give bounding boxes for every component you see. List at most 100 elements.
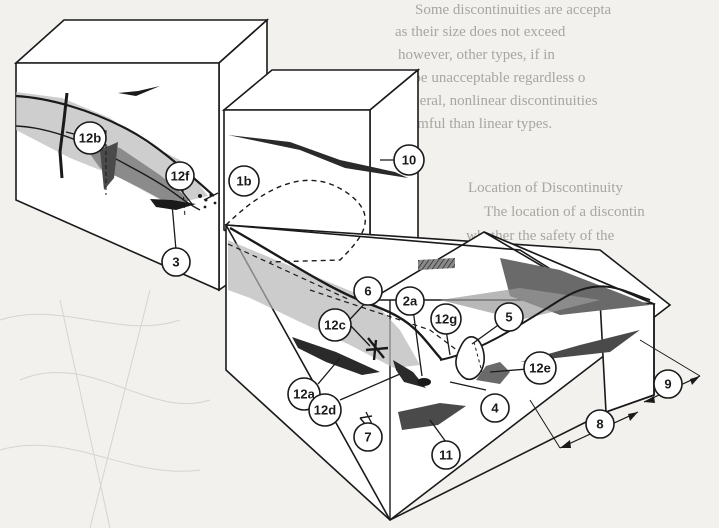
callout-label: 12c xyxy=(324,318,346,333)
callout-5: 5 xyxy=(494,302,524,332)
callout-circle xyxy=(308,393,342,427)
callout-7: 7 xyxy=(353,422,383,452)
center-plate-block xyxy=(221,68,672,522)
underbead-crack-11 xyxy=(398,403,466,430)
bg-line: Location of Discontinuity xyxy=(468,180,623,196)
callout-12f: 12f xyxy=(165,161,195,191)
bg-line: Some discontinuities are accepta xyxy=(415,2,612,18)
callout-label: 12a xyxy=(293,387,315,402)
callout-8: 8 xyxy=(585,409,615,439)
callout-label: 2a xyxy=(403,294,418,309)
transverse-crack xyxy=(58,92,69,179)
leader-12c xyxy=(349,324,371,347)
callout-label: 1b xyxy=(236,174,251,189)
center-top-crack xyxy=(228,135,408,178)
callout-label: 3 xyxy=(172,255,179,270)
callout-circle xyxy=(228,165,260,197)
callout-circle xyxy=(161,247,191,277)
undercut-right xyxy=(520,330,640,362)
callout-3: 3 xyxy=(161,247,191,277)
callout-2a: 2a xyxy=(395,286,425,316)
callout-circle xyxy=(73,121,107,155)
arrowhead xyxy=(560,440,571,448)
callout-circle xyxy=(353,422,383,452)
center-weld-shading xyxy=(228,240,420,368)
bg-texture xyxy=(0,289,211,528)
left-top-crack xyxy=(118,86,160,96)
callout-label: 4 xyxy=(491,401,499,416)
arrowhead xyxy=(644,396,655,403)
spatter-dot xyxy=(198,194,202,198)
callout-12g: 12g xyxy=(430,303,462,335)
weld-dashed-lines xyxy=(227,243,471,361)
callout-12e: 12e xyxy=(523,351,557,385)
spatter-dot xyxy=(203,205,207,209)
weld-cross-section xyxy=(455,336,485,381)
right-weld-shade xyxy=(440,288,600,320)
bg-line: general, nonlinear discontinuities xyxy=(398,93,598,109)
callout-label: 9 xyxy=(664,377,671,392)
bg-line: harmful than linear types. xyxy=(398,116,552,132)
callout-label: 5 xyxy=(505,310,512,325)
background-page-text: Some discontinuities are accepta as thei… xyxy=(0,2,645,528)
porosity-hatch xyxy=(418,258,455,270)
callout-circle xyxy=(393,144,425,176)
crater-crack-star xyxy=(365,337,389,361)
spatter-dot xyxy=(213,201,217,205)
callout-circle xyxy=(480,393,510,423)
callout-label: 6 xyxy=(364,284,371,299)
callout-circle xyxy=(431,440,461,470)
callout-circle xyxy=(395,286,425,316)
incomplete-fusion-shade xyxy=(476,362,510,384)
bg-line: as their size does not exceed xyxy=(395,24,566,40)
leader-12d xyxy=(339,373,401,401)
callout-circle xyxy=(494,302,524,332)
callout-4: 4 xyxy=(480,393,510,423)
callout-10: 10 xyxy=(393,144,425,176)
lower-block-outline xyxy=(224,224,655,522)
callout-label: 12f xyxy=(171,169,190,184)
leader-12a xyxy=(317,357,341,385)
callout-label: 12b xyxy=(79,131,101,146)
bg-line: however, other types, if in xyxy=(398,47,555,63)
left-weld-defect xyxy=(100,142,118,190)
callout-label: 12d xyxy=(314,403,336,418)
callout-12b: 12b xyxy=(73,121,107,155)
section-dashed xyxy=(473,341,483,373)
callout-12c: 12c xyxy=(318,308,352,342)
callout-9: 9 xyxy=(653,369,683,399)
callout-label: 10 xyxy=(402,153,416,168)
extension-lines xyxy=(529,339,701,449)
callout-label: 8 xyxy=(596,417,603,432)
leader-11 xyxy=(429,419,447,443)
arrowhead xyxy=(690,376,700,385)
leader-1b xyxy=(203,192,219,201)
callout-label: 11 xyxy=(439,448,453,463)
callout-12d: 12d xyxy=(308,393,342,427)
callout-circle xyxy=(165,161,195,191)
callout-label: 12e xyxy=(529,361,551,376)
callout-circle xyxy=(318,308,352,342)
callout-11: 11 xyxy=(431,440,461,470)
leader-7 xyxy=(365,411,373,425)
callout-bubbles: 12b 12f 1b 3 10 6 2a 12g xyxy=(73,121,683,470)
callout-circle xyxy=(585,409,615,439)
callout-circle xyxy=(523,351,557,385)
bg-line: The location of a discontin xyxy=(484,204,645,220)
leader-4 xyxy=(449,381,487,391)
weld-spatter xyxy=(198,193,217,209)
left-dashed-line xyxy=(182,189,186,218)
callout-circle xyxy=(430,303,462,335)
leader-12f xyxy=(180,189,193,205)
callout-label: 7 xyxy=(364,430,371,445)
callout-6: 6 xyxy=(353,276,383,306)
slag-inclusion xyxy=(417,378,431,386)
callout-circle xyxy=(653,369,683,399)
callout-label: 12g xyxy=(435,312,457,327)
arrowhead xyxy=(628,412,638,421)
longitudinal-crack-12a xyxy=(292,337,380,375)
bg-line: to be unacceptable regardless o xyxy=(398,70,585,86)
leader-3 xyxy=(171,203,177,251)
